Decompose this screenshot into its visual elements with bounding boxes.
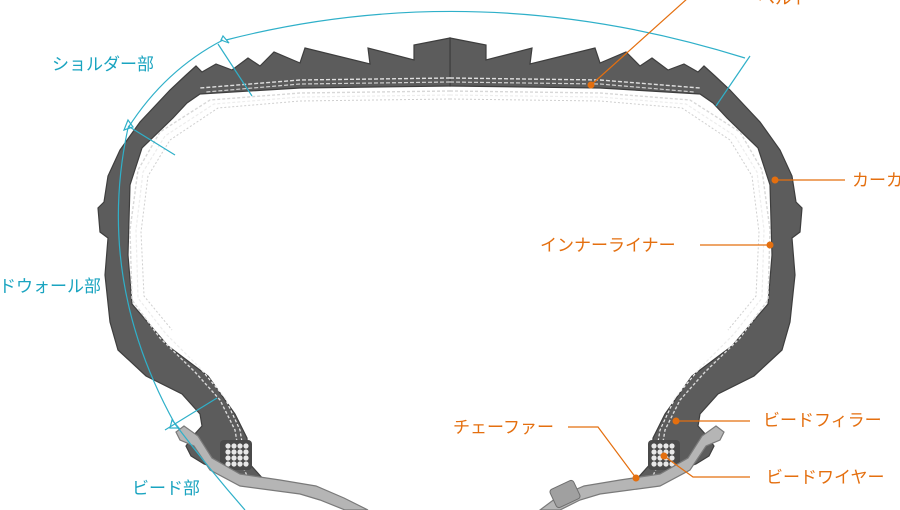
sidewall-label: サイドウォール部 bbox=[0, 277, 101, 297]
tire-half-right bbox=[449, 37, 803, 485]
belt-label: ベルト bbox=[758, 0, 809, 9]
carcass-label: カーカス bbox=[852, 171, 900, 191]
zone-dimension-lines bbox=[117, 10, 751, 510]
chafer-label: チェーファー bbox=[453, 418, 554, 438]
wheel-rim bbox=[175, 425, 725, 510]
bead-wire-label: ビードワイヤー bbox=[766, 468, 885, 488]
component-leaders bbox=[568, 0, 845, 482]
inner-liner-label: インナーライナー bbox=[540, 236, 676, 256]
tire-body bbox=[97, 37, 803, 485]
shoulder-label: ショルダー部 bbox=[52, 55, 154, 75]
bead-label: ビード部 bbox=[132, 479, 200, 499]
bead-filler-label: ビードフィラー bbox=[763, 411, 882, 431]
